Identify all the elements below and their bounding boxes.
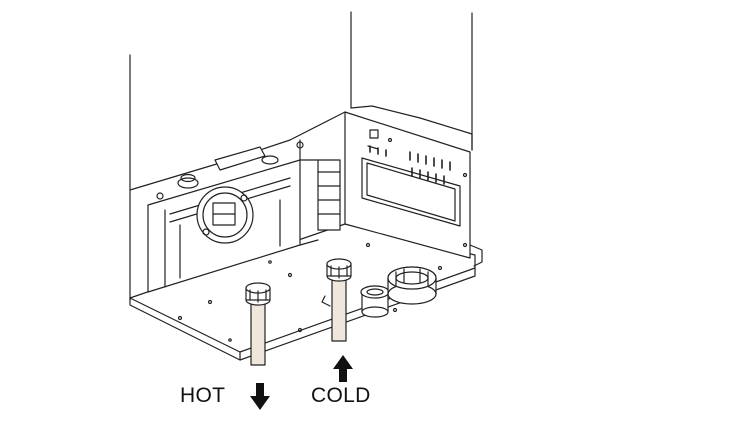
flue-fitting: [387, 266, 437, 305]
gas-connector: [360, 285, 390, 318]
arrow-down-icon: [250, 383, 270, 410]
top-fittings: [156, 139, 304, 200]
cold-label: COLD: [311, 384, 371, 407]
hot-pipe: [245, 282, 271, 366]
hot-label: HOT: [180, 384, 226, 407]
pressure-gauge: [196, 186, 254, 244]
arrow-up-icon: [333, 355, 353, 382]
vent-slots: [369, 145, 451, 185]
side-panel: [344, 111, 483, 267]
bottom-plate: [129, 223, 476, 361]
cold-pipe: [321, 258, 352, 342]
